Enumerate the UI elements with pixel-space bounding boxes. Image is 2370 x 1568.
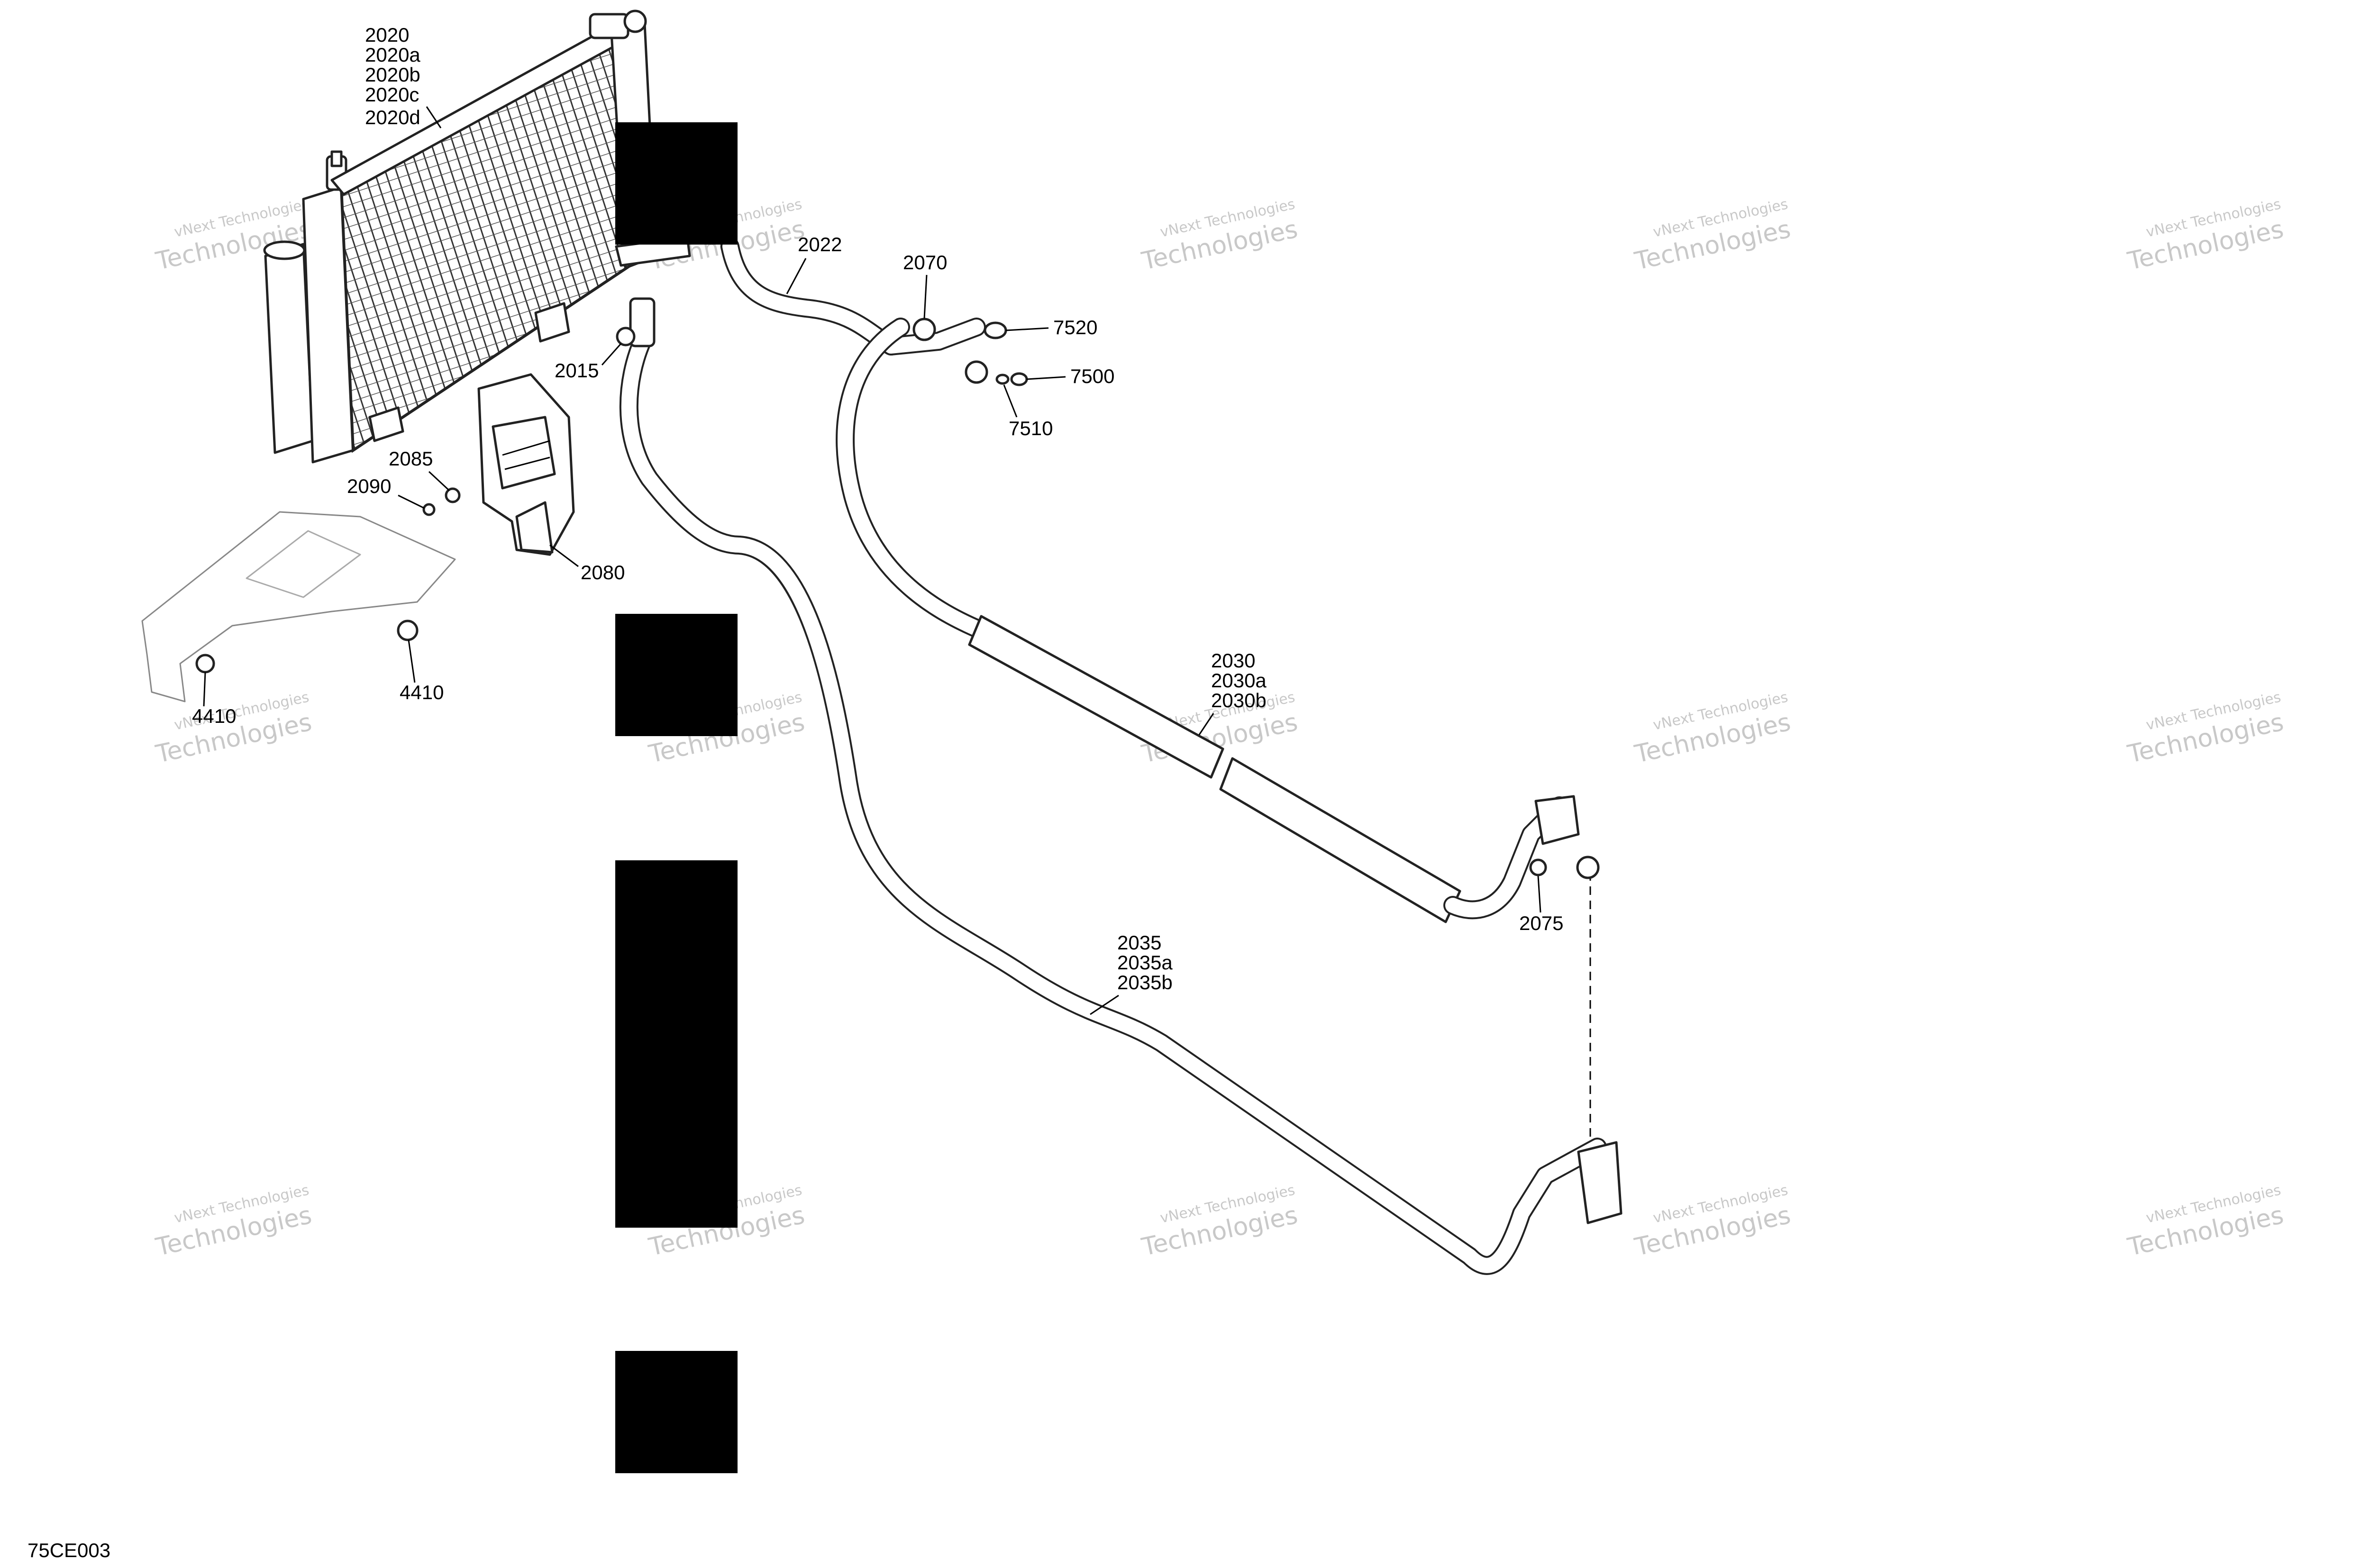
watermark-9: vNext Technologies Technologies — [1632, 689, 1793, 769]
hose-2035 — [619, 297, 1623, 1275]
oring-7500 — [1010, 372, 1028, 386]
label-2030a: 2030a — [1211, 669, 1267, 692]
hardware — [195, 318, 1600, 879]
hose-2022-2030 — [720, 237, 1580, 923]
label-2035: 2035 — [1117, 931, 1161, 954]
label-2080: 2080 — [581, 561, 625, 583]
watermark-15: vNext Technologies Technologies — [2125, 1182, 2286, 1262]
insulation-sleeve-2 — [1219, 757, 1461, 923]
label-2020: 2020 — [365, 24, 409, 46]
label-7510: 7510 — [1009, 417, 1053, 439]
oring-7520 — [984, 321, 1007, 339]
clip-4410-b — [195, 654, 215, 674]
label-4410-a: 4410 — [400, 681, 444, 703]
label-4410-b: 4410 — [192, 705, 236, 727]
label-2070: 2070 — [903, 251, 947, 273]
label-2030b: 2030b — [1211, 689, 1267, 711]
label-7500: 7500 — [1070, 365, 1114, 387]
label-2090: 2090 — [347, 475, 391, 497]
label-2015: 2015 — [555, 359, 599, 382]
redaction-box-4 — [615, 1351, 738, 1473]
clip-4410-a — [397, 620, 419, 641]
drawing-code: 75CE003 — [27, 1539, 110, 1561]
watermark-6: vNext Technologies Technologies — [153, 689, 314, 769]
label-2022: 2022 — [798, 233, 842, 255]
screw-2090 — [422, 503, 436, 516]
watermark-3: vNext Technologies Technologies — [1139, 196, 1300, 276]
label-2020c: 2020c — [365, 83, 419, 106]
redaction-box-3 — [615, 860, 738, 1228]
watermark-14: vNext Technologies Technologies — [1632, 1182, 1793, 1262]
label-2035a: 2035a — [1117, 951, 1173, 974]
label-2075: 2075 — [1519, 912, 1563, 934]
label-2020b: 2020b — [365, 64, 420, 86]
bracket-2080 — [477, 373, 575, 556]
watermark-5: vNext Technologies Technologies — [2125, 196, 2286, 276]
oring-7510 — [995, 374, 1010, 385]
redaction-box-2 — [615, 614, 738, 736]
label-2020d: 2020d — [365, 106, 420, 128]
callouts: 2020 2020a 2020b 2020c 2020d 2022 2070 7… — [192, 24, 1563, 1015]
redactions — [615, 122, 738, 1473]
callout-2035: 2035 2035a 2035b — [1090, 931, 1173, 1015]
nut-2015 — [616, 327, 636, 346]
redaction-box-1 — [615, 122, 738, 245]
label-2030: 2030 — [1211, 649, 1255, 672]
watermark-11: vNext Technologies Technologies — [153, 1182, 314, 1262]
label-2085: 2085 — [389, 447, 433, 470]
watermark-4: vNext Technologies Technologies — [1632, 196, 1793, 276]
watermark-10: vNext Technologies Technologies — [2125, 689, 2286, 769]
fitting-2070 — [912, 318, 936, 341]
washer-2085 — [445, 487, 461, 503]
label-7520: 7520 — [1053, 316, 1097, 338]
screw-2075 — [1529, 858, 1547, 876]
watermark-13: vNext Technologies Technologies — [1139, 1182, 1300, 1262]
label-2035b: 2035b — [1117, 971, 1173, 994]
callout-condenser: 2020 2020a 2020b 2020c 2020d — [365, 24, 442, 128]
callout-2030: 2030 2030a 2030b — [1198, 649, 1267, 735]
lower-bracket — [141, 511, 456, 702]
insulation-sleeve-1 — [968, 615, 1224, 779]
label-2020a: 2020a — [365, 44, 420, 66]
